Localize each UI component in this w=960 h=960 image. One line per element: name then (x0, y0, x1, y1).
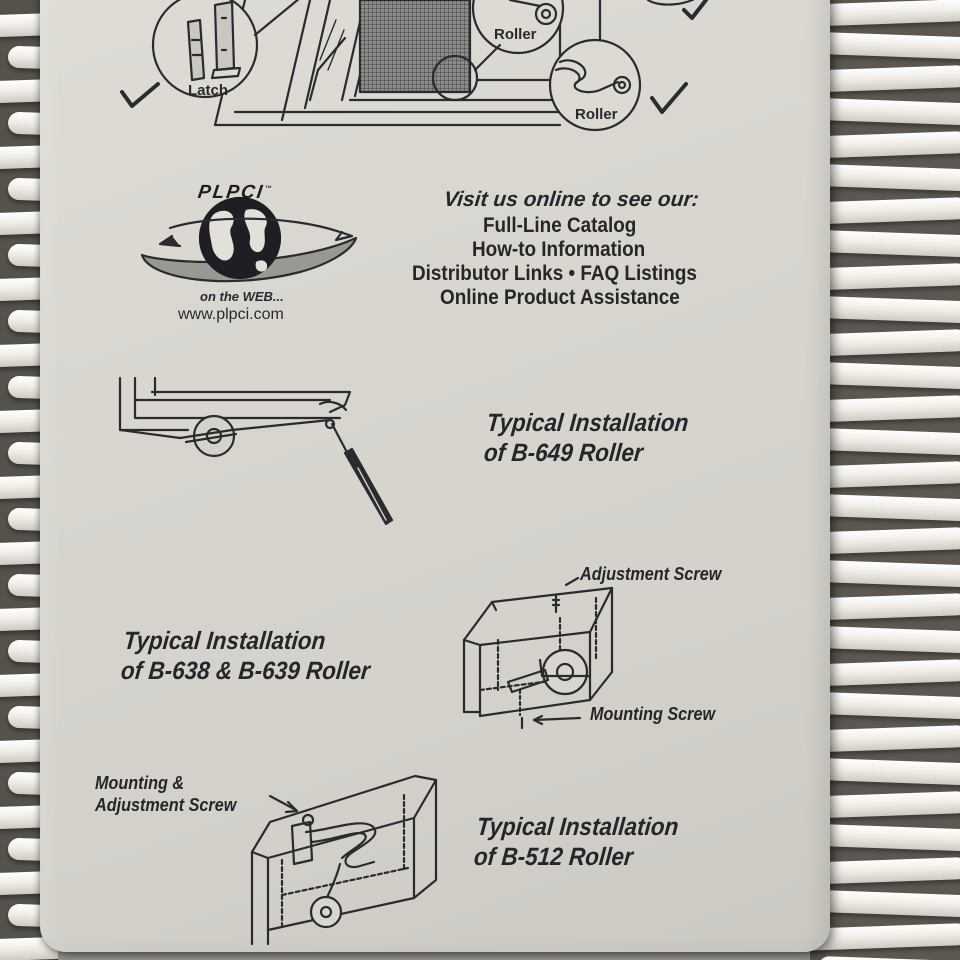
brand-name: PLPCI (196, 182, 266, 203)
b512-caption-line1: Typical Installation (475, 813, 680, 841)
b649-caption-line1: Typical Installation (485, 409, 690, 437)
brand-logo-text: PLPCI™ (196, 182, 272, 204)
check-mark-roller (650, 82, 688, 114)
mounting-adjustment-screw-label: Mounting & Adjustment Screw (95, 772, 236, 816)
roller-callout-right (476, 0, 695, 132)
b638-caption-line2: of B-638 & B-639 Roller (119, 657, 372, 685)
adjustment-screw-label: Adjustment Screw (580, 564, 722, 584)
mounting-adjustment-line2: Adjustment Screw (95, 795, 237, 815)
roller-callout-top (431, 0, 565, 102)
latch-label: Latch (188, 82, 229, 99)
online-line-catalog: Full-Line Catalog (483, 214, 637, 237)
check-mark-latch (120, 82, 160, 108)
web-tagline: on the WEB... (200, 289, 284, 304)
wicker-background-right (810, 0, 960, 960)
roller-label-top: Roller (494, 26, 537, 43)
b512-caption-line2: of B-512 Roller (472, 843, 635, 871)
mounting-screw-label: Mounting Screw (590, 704, 716, 724)
b638-diagram (462, 576, 614, 730)
b512-diagram (250, 774, 438, 946)
online-line-howto: How-to Information (472, 238, 646, 261)
check-mark-top (682, 0, 708, 20)
website-url: www.plpci.com (178, 306, 284, 323)
b512-caption: Typical Installation of B-512 Roller (473, 812, 680, 872)
online-line-assistance: Online Product Assistance (440, 286, 680, 309)
b649-diagram (118, 376, 394, 526)
latch-callout (151, 0, 300, 99)
globe-logo (140, 196, 358, 283)
sliding-door-diagram (213, 0, 602, 127)
trademark-mark: ™ (263, 185, 272, 193)
b649-caption-line2: of B-649 Roller (482, 439, 645, 467)
online-heading: Visit us online to see our: (442, 188, 701, 211)
mounting-adjustment-line1: Mounting & (95, 773, 185, 793)
b638-caption: Typical Installation of B-638 & B-639 Ro… (120, 626, 374, 686)
roller-label-right: Roller (575, 106, 618, 123)
b649-caption: Typical Installation of B-649 Roller (483, 408, 690, 468)
online-line-distributor: Distributor Links • FAQ Listings (412, 262, 697, 285)
b638-caption-line1: Typical Installation (122, 627, 327, 655)
